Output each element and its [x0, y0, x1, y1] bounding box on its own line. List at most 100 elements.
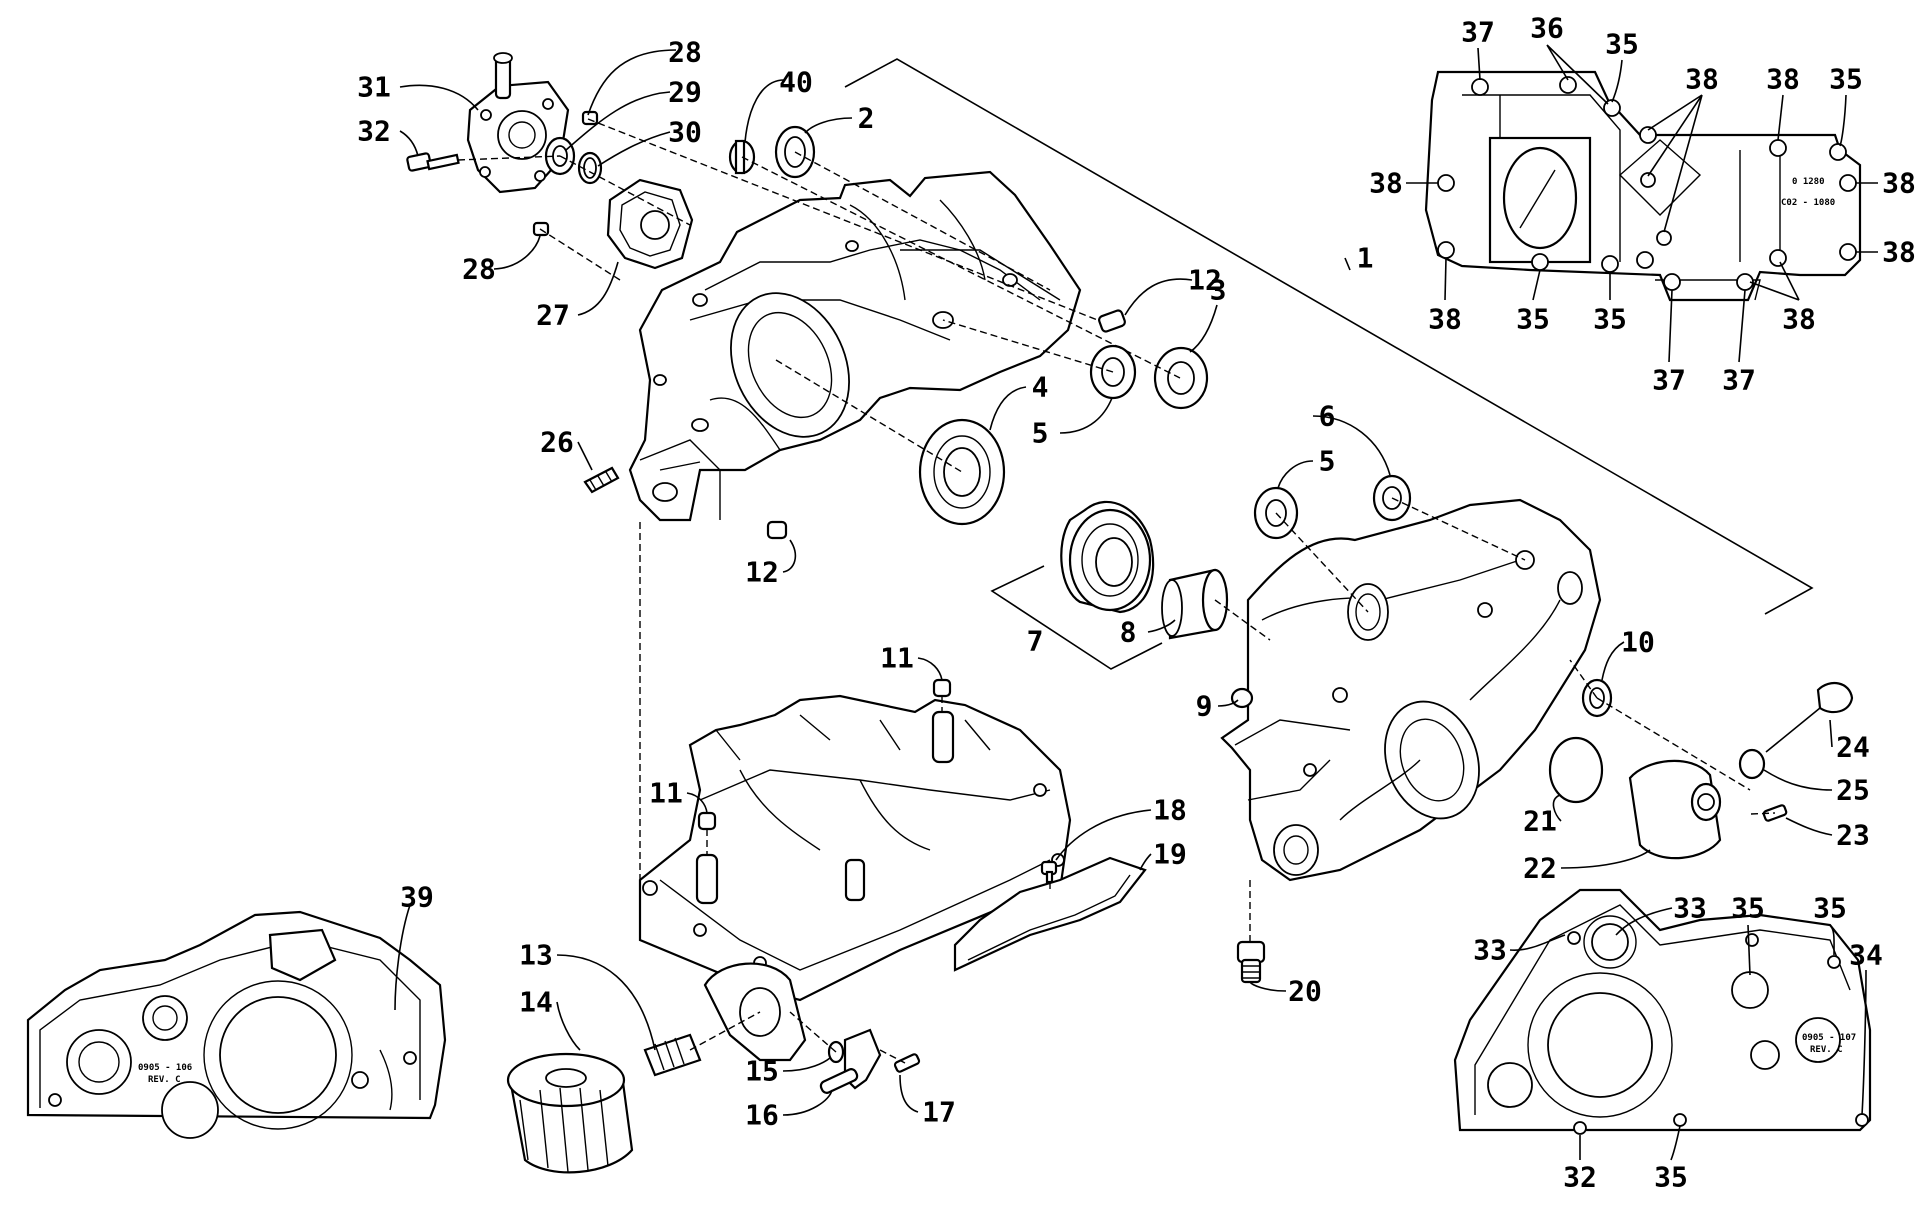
right-crankcase-half [1220, 498, 1602, 882]
lower-crankcase-oil-pan [638, 694, 1072, 1062]
right-case-mark-2: REV. C [1810, 1045, 1843, 1055]
part-7-bearing-assembly [1060, 500, 1155, 614]
callout-c38d: 38 [1882, 167, 1916, 200]
part-31-pump-cover [466, 52, 570, 194]
callout-c37a: 37 [1461, 16, 1495, 49]
left-crankcase-half [628, 170, 1082, 522]
assembly-bracket-part-1 [844, 58, 1814, 615]
callout-c38c: 38 [1369, 167, 1403, 200]
callout-c27: 27 [536, 299, 570, 332]
right-case-mark-1: 0905 - 107 [1802, 1033, 1856, 1043]
callout-c14: 14 [519, 986, 553, 1019]
part-11-dowel-upper [932, 678, 952, 698]
callout-c38e: 38 [1882, 236, 1916, 269]
callout-c35a: 35 [1605, 28, 1639, 61]
callout-c3: 3 [1210, 274, 1227, 307]
upper-crankcase-top-view [1424, 70, 1862, 302]
part-26-stud [583, 466, 620, 494]
callout-c35f: 35 [1813, 892, 1847, 925]
upper-case-mark-1: 0 1280 [1792, 177, 1825, 187]
part-25-o-ring [1738, 748, 1766, 780]
callout-c23: 23 [1836, 819, 1870, 852]
part-17-screw [893, 1053, 921, 1073]
part-21-o-ring [1548, 736, 1604, 804]
part-20-fitting [1236, 940, 1266, 984]
callout-c16: 16 [745, 1099, 779, 1132]
callout-c35c: 35 [1516, 303, 1550, 336]
callout-c33a: 33 [1673, 892, 1707, 925]
callout-c34: 34 [1849, 939, 1883, 972]
casting-marks: 0 1280 C02 - 1080 0905 - 106 REV. C 0905… [138, 177, 1856, 1085]
callout-c35e: 35 [1731, 892, 1765, 925]
callout-c5a: 5 [1032, 417, 1049, 450]
callout-c25: 25 [1836, 774, 1870, 807]
part-14-oil-filter [506, 1052, 634, 1174]
part-19-gasket [953, 856, 1147, 972]
right-case-side-view [1453, 888, 1872, 1135]
callout-c6: 6 [1319, 400, 1336, 433]
callout-c31: 31 [357, 71, 391, 104]
callout-c30: 30 [668, 116, 702, 149]
callout-c13: 13 [519, 939, 553, 972]
part-13-nipple [643, 1033, 702, 1077]
leader-lines [394, 44, 1878, 1161]
callout-c38b: 38 [1766, 63, 1800, 96]
part-9-dowel [1230, 687, 1254, 709]
callout-c37b: 37 [1652, 364, 1686, 397]
part-22-cap [1628, 759, 1722, 860]
callout-c28a: 28 [668, 36, 702, 69]
left-case-side-view [26, 910, 447, 1139]
callout-c11b: 11 [649, 777, 683, 810]
left-case-mark-1: 0905 - 106 [138, 1063, 192, 1073]
callout-c18: 18 [1153, 794, 1187, 827]
callout-c38a: 38 [1685, 63, 1719, 96]
callout-c32b: 32 [1563, 1161, 1597, 1194]
callout-c35d: 35 [1593, 303, 1627, 336]
callout-c22: 22 [1523, 852, 1557, 885]
callout-c29: 29 [668, 76, 702, 109]
callout-c11a: 11 [880, 642, 914, 675]
callout-c38g: 38 [1782, 303, 1816, 336]
callout-c20: 20 [1288, 975, 1322, 1008]
part-12-dowel-lower [766, 520, 788, 540]
callout-c12b: 12 [745, 556, 779, 589]
callout-c8: 8 [1120, 616, 1137, 649]
callout-c35g: 35 [1654, 1161, 1688, 1194]
callout-c4: 4 [1032, 371, 1049, 404]
callout-c37c: 37 [1722, 364, 1756, 397]
callout-c7: 7 [1027, 625, 1044, 658]
upper-case-mark-2: C02 - 1080 [1781, 198, 1835, 208]
callout-c19: 19 [1153, 838, 1187, 871]
left-case-mark-2: REV. C [148, 1075, 181, 1085]
callout-c36: 36 [1530, 12, 1564, 45]
callout-c21: 21 [1523, 805, 1557, 838]
part-16-fitting [819, 1028, 882, 1094]
part-3-bearing [1153, 346, 1209, 410]
callout-c35b: 35 [1829, 63, 1863, 96]
callout-c1: 1 [1357, 242, 1374, 275]
callout-c33b: 33 [1473, 934, 1507, 967]
callout-c9: 9 [1196, 690, 1213, 723]
callout-c10: 10 [1621, 626, 1655, 659]
callout-c26: 26 [540, 426, 574, 459]
callout-c12a: 12 [1188, 264, 1222, 297]
callout-c2: 2 [858, 102, 875, 135]
callout-c5b: 5 [1319, 445, 1336, 478]
part-28-dowel-upper [581, 110, 599, 126]
callout-c40: 40 [779, 66, 813, 99]
callout-c38f: 38 [1428, 303, 1462, 336]
callout-c32a: 32 [357, 115, 391, 148]
part-24-dipstick [1765, 681, 1854, 753]
callout-c24: 24 [1836, 731, 1870, 764]
part-11-dowel-lower [697, 811, 717, 831]
callout-c15: 15 [745, 1055, 779, 1088]
part-4-bearing [918, 418, 1006, 526]
part-32-bolt [406, 152, 460, 172]
callout-c17: 17 [922, 1096, 956, 1129]
part-12-dowel-upper [1098, 309, 1126, 333]
callout-c28b: 28 [462, 253, 496, 286]
alignment-lines [457, 118, 1776, 1064]
callout-c39: 39 [400, 881, 434, 914]
